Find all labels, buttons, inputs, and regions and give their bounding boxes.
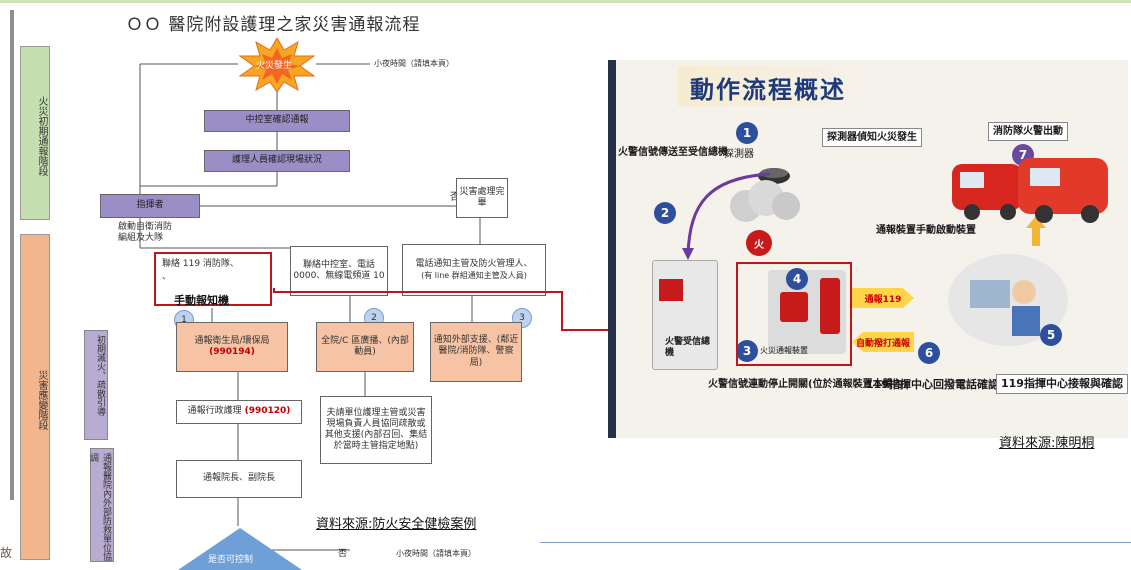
step-unit-supervisor: 夫請單位護理主管或災害現場負責人員協同疏散或其他支援(內部召回、集結於當時主管指… <box>320 396 432 464</box>
step-6-badge: 6 <box>918 342 940 364</box>
smoke-cloud-icon <box>730 180 800 222</box>
step-notify-center: 中控室確認通報 <box>204 110 350 132</box>
corner-glyph: 故 <box>0 546 13 560</box>
decision-label: 是否可控制 <box>208 555 254 565</box>
center-callback-label: 119指揮中心回撥電話確認火災 <box>866 378 1021 391</box>
fire-starburst-icon <box>238 38 316 92</box>
notify-119-arrow: 通報119 <box>852 288 914 308</box>
step-unit-notify: 通報院長、副院長 <box>176 460 302 498</box>
panel-indicator <box>659 279 683 301</box>
center-confirm-label: 119指揮中心接報與確認 <box>996 374 1128 395</box>
device-handset <box>820 278 840 334</box>
side-box-coordination: 通報醫院內外部防救單位協調 <box>88 448 114 562</box>
fire-trucks-icon <box>952 158 1108 223</box>
signal-to-panel-label: 火警信號傳送至受信總機 <box>618 147 728 158</box>
step-4-badge: 4 <box>786 268 808 290</box>
step-staff-check: 護理人員確認現場狀況 <box>204 150 350 172</box>
callback-arrow: 自動撥打通報 <box>852 332 914 352</box>
start-event-label: 火災發生 <box>256 61 293 71</box>
phase-initial-report: 火災初期通報階段 <box>20 46 50 220</box>
step-admin-report: 通報行政護理 (990120) <box>176 400 302 424</box>
infographic-side-bar <box>608 60 616 438</box>
step-5-badge: 5 <box>1040 324 1062 346</box>
flowchart-title: ＯＯ 醫院附設護理之家災害通報流程 <box>126 15 421 35</box>
left-source-note: 資料來源:防火安全健檢案例 <box>316 517 477 532</box>
side-box-initial-fire: 初期滅火、疏散引導 <box>84 330 108 440</box>
device-button <box>780 292 808 322</box>
signal-curve-arrow <box>682 172 771 260</box>
step-disaster-report: 災害處理完畢 <box>456 178 508 218</box>
device-label: 火災通報裝置 <box>760 346 808 355</box>
detector-label: 探測器 <box>724 149 754 160</box>
notify-supervisor-sub: (有 line 群組通知主管及人員) <box>421 270 527 280</box>
top-divider <box>0 0 1131 3</box>
infographic-title: 動作流程概述 <box>690 76 846 104</box>
phase-disaster-response: 災害應變階段 <box>20 234 50 560</box>
step-external-notify: 通知外部支援、(鄰近醫院/消防隊、警察局) <box>430 322 522 382</box>
admin-report-text: 通報行政護理 <box>187 406 242 417</box>
fire-dispatch-label: 消防隊火警出動 <box>988 122 1068 141</box>
start-note: 小夜時間（請填本頁） <box>374 59 454 68</box>
report-gov-text: 通報衛生局/環保局 <box>194 335 270 346</box>
step-notify-supervisor: 電話通知主管及防火管理人、 (有 line 群組通知主管及人員) <box>402 244 546 296</box>
detector-detects-label: 探測器偵知火災發生 <box>822 128 922 147</box>
fire-alarm-panel: 火警受信總機 <box>652 260 718 370</box>
right-source-note: 資料來源:陳明桐 <box>999 436 1095 451</box>
manual-alarm-device-highlight <box>736 262 852 366</box>
step-commander: 指揮者 <box>100 194 200 218</box>
step-2-badge: 2 <box>654 202 676 224</box>
report-gov-code: (990194) <box>209 347 255 357</box>
admin-report-code: (990120) <box>244 406 291 417</box>
action-flow-infographic: 動作流程概述 1 探測器 探測器偵知火災發生 火 火警信號傳送至受信總機 2 火… <box>608 60 1128 438</box>
stop-signal-label: 火警信號連動停止開關(位於通報裝置本體內) <box>708 379 908 390</box>
fire-report-flowchart: ＯＯ 醫院附設護理之家災害通報流程 火災初期通報階段 災害應變階段 <box>20 8 546 570</box>
manual-notify-label: 手動報知機 <box>174 294 229 307</box>
fire-report-device <box>768 270 846 354</box>
decision-no-label: 否 <box>338 549 348 559</box>
activate-note: 啟動自衛消防編組及大隊 <box>118 222 173 243</box>
dispatcher-illustration <box>948 254 1068 346</box>
step-contact-center: 聯絡中控室、電話 0000、無線電頻道 10 <box>290 246 388 296</box>
left-border-bar <box>10 10 14 500</box>
manual-alarm-highlight: 聯絡 119 消防隊、 、 手動報知機 <box>154 252 272 307</box>
step-report-gov: 通報衛生局/環保局 (990194) <box>176 322 288 372</box>
bottom-note: 小夜時間（請填本頁） <box>396 549 476 558</box>
panel-label: 火警受信總機 <box>665 337 711 358</box>
call-119-text: 聯絡 119 消防隊、 <box>162 259 239 269</box>
step-3-badge: 3 <box>736 340 758 362</box>
manual-alarm-label: 通報裝置手動啟動裝置 <box>876 225 976 236</box>
bottom-divider <box>540 542 1131 543</box>
fire-icon: 火 <box>746 230 772 256</box>
no-label: 否 <box>450 192 460 203</box>
step-1-badge: 1 <box>736 122 758 144</box>
step-notify-all: 全院/C 區廣播、(內部動員) <box>316 322 414 372</box>
call-119-sub: 、 <box>162 272 172 282</box>
title-backdrop <box>678 66 878 106</box>
notify-supervisor-text: 電話通知主管及防火管理人、 <box>415 259 533 270</box>
